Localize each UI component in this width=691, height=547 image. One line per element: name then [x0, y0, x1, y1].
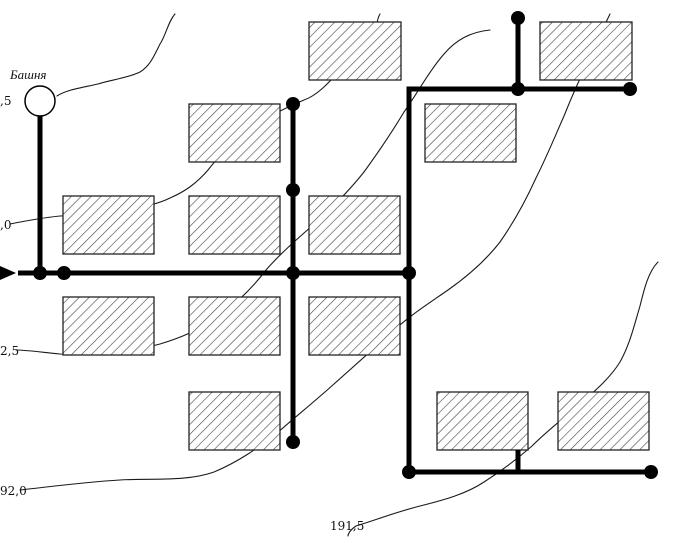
pipe-node [511, 11, 525, 25]
building-5 [62, 195, 155, 255]
building-1 [308, 21, 402, 81]
building-4 [424, 103, 517, 163]
contour-label-d: 92,0 [0, 484, 27, 498]
inlet-arrow-icon [0, 266, 16, 280]
building-9 [188, 296, 281, 356]
pipe-node [511, 82, 525, 96]
building-11 [188, 391, 281, 451]
water-tower-icon [24, 85, 56, 117]
pipe-nodes [33, 11, 658, 479]
pipe-node [286, 266, 300, 280]
building-12 [436, 391, 529, 451]
building-8 [62, 296, 155, 356]
building-3 [188, 103, 281, 163]
water-pipes [18, 18, 651, 475]
pipe-node [286, 97, 300, 111]
pipe-node [623, 82, 637, 96]
contour-label-c: 2,5 [0, 344, 19, 358]
building-7 [308, 195, 401, 255]
contour-label-e: 191,5 [330, 519, 364, 533]
contour-label-a: ,5 [0, 94, 11, 108]
contour-label-b: ,0 [0, 218, 11, 232]
tower-label: Башня [9, 67, 46, 82]
building-13 [557, 391, 650, 451]
buildings [62, 21, 650, 451]
pipe-node [57, 266, 71, 280]
pipe-node [286, 435, 300, 449]
pipe-loop-right [406, 86, 630, 472]
contour-line-bottom [347, 261, 659, 537]
building-2 [539, 21, 633, 81]
pipe-node [33, 266, 47, 280]
contour-line-top-left [56, 13, 176, 97]
pipe-node [402, 266, 416, 280]
pipe-node [402, 465, 416, 479]
pipe-node [644, 465, 658, 479]
pipe-node [286, 183, 300, 197]
building-10 [308, 296, 401, 356]
building-6 [188, 195, 281, 255]
contour-line-lower [19, 13, 611, 491]
